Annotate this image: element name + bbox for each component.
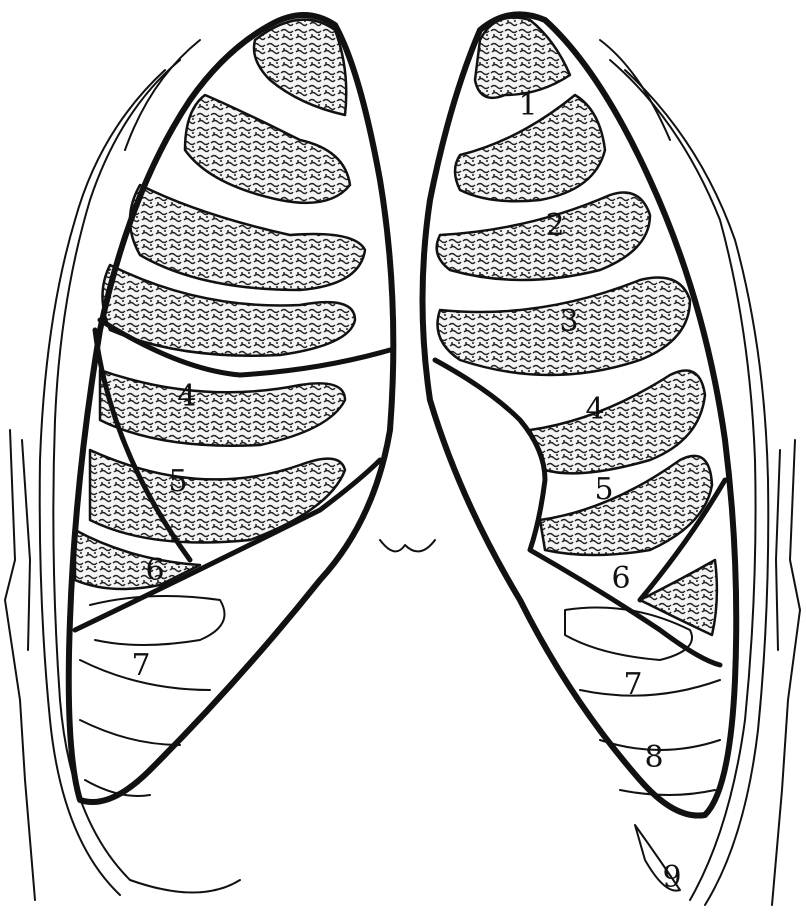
right-rib-3 [130, 185, 365, 290]
right-rib-5 [100, 370, 345, 446]
left-rib-label-7: 7 [623, 667, 642, 702]
left-rib-label-9: 9 [662, 860, 681, 895]
right-lung-ribs [75, 20, 365, 589]
right-rib-label-5: 5 [168, 464, 187, 499]
right-rib-2 [185, 95, 350, 203]
left-rib-3 [437, 193, 650, 281]
left-rib-label-8: 8 [644, 740, 663, 775]
left-rib-label-1: 1 [518, 88, 537, 123]
right-rib-1 [254, 20, 346, 115]
right-rib-label-7: 7 [131, 648, 150, 683]
left-rib-label-3: 3 [559, 304, 578, 339]
left-rib-label-6: 6 [611, 561, 630, 596]
right-rib-6 [90, 450, 345, 543]
left-rib-label-4: 4 [585, 392, 604, 427]
left-rib-label-2: 2 [545, 208, 564, 243]
left-rib-label-5: 5 [594, 472, 613, 507]
left-rib-5 [530, 371, 705, 474]
right-rib-label-6: 6 [145, 553, 164, 588]
right-rib-label-4: 4 [177, 379, 196, 414]
